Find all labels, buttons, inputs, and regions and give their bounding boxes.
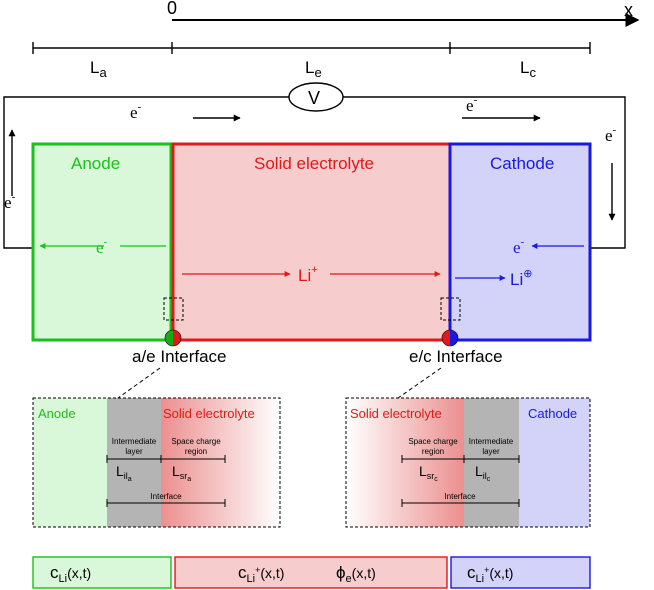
ae-zoom-box [163, 297, 184, 321]
ae-zoom-leader [117, 367, 161, 399]
inset-right-l-sr: Lsrc [419, 463, 438, 483]
inset-left-anode-label: Anode [38, 406, 76, 421]
inset-left-l-sr: Lsra [172, 463, 191, 483]
li-ion-label: Li+ [298, 264, 318, 285]
length-lc-label: Lc [520, 58, 536, 80]
variable-c-li-anode: cLi(x,t) [50, 563, 91, 585]
inset-left-l-il: Lila [116, 463, 132, 483]
electron-label-top-left: e- [130, 101, 142, 122]
cathode-label: Cathode [490, 154, 554, 173]
length-le-label: Le [305, 58, 322, 80]
ec-interface-label: e/c Interface [409, 347, 503, 366]
anode-region [31, 142, 173, 342]
inset-right-cathode-label: Cathode [528, 406, 577, 421]
variable-box-electrolyte [174, 556, 448, 589]
electron-label-right: e- [605, 124, 617, 145]
length-scale: La Le Lc [32, 42, 591, 80]
x-axis: 0 x [167, 0, 640, 27]
axis-origin-label: 0 [167, 0, 177, 18]
ae-interface-point [164, 329, 182, 347]
inset-right-interface-label: Interface [444, 492, 476, 501]
variable-c-li-ion-cathode: cLi+(x,t) [467, 563, 513, 585]
variable-box-cathode [450, 556, 591, 589]
axis-x-label: x [624, 0, 633, 20]
electrolyte-region [171, 142, 452, 342]
cell: Anode Solid electrolyte Cathode e- Li+ e… [31, 142, 592, 342]
external-circuit: V e- e- e- e- [3, 82, 626, 249]
state-variables: cLi(x,t) cLi+(x,t) ϕe(x,t) cLi+(x,t) [32, 556, 591, 589]
ec-interface-point [441, 329, 459, 347]
electrolyte-label: Solid electrolyte [254, 154, 374, 173]
voltmeter-label: V [308, 88, 320, 108]
inset-left-electrolyte-label: Solid electrolyte [163, 406, 255, 421]
variable-box-anode [32, 556, 172, 589]
inset-left-interface-label: Interface [150, 492, 182, 501]
inset-right-l-il: Lilc [475, 463, 491, 483]
electron-label-left: e- [4, 191, 16, 212]
anode-electron-label: e- [96, 236, 108, 257]
cathode-region [448, 142, 592, 342]
anode-label: Anode [71, 154, 120, 173]
ae-interface-label: a/e Interface [132, 347, 227, 366]
voltmeter-symbol [288, 82, 344, 112]
electron-label-top-right: e- [466, 94, 478, 115]
cathode-li-label: Li⊕ [510, 268, 532, 289]
ec-zoom-box [440, 297, 461, 321]
ec-zoom-leader [397, 367, 442, 399]
variable-c-li-ion-electrolyte: cLi+(x,t) [238, 563, 284, 585]
variable-phi-e: ϕe(x,t) [336, 563, 376, 585]
cathode-electron-label: e- [513, 236, 525, 257]
inset-right-electrolyte-label: Solid electrolyte [350, 406, 442, 421]
length-la-label: La [90, 58, 107, 80]
interface-markers: a/e Interface e/c Interface [117, 297, 503, 399]
